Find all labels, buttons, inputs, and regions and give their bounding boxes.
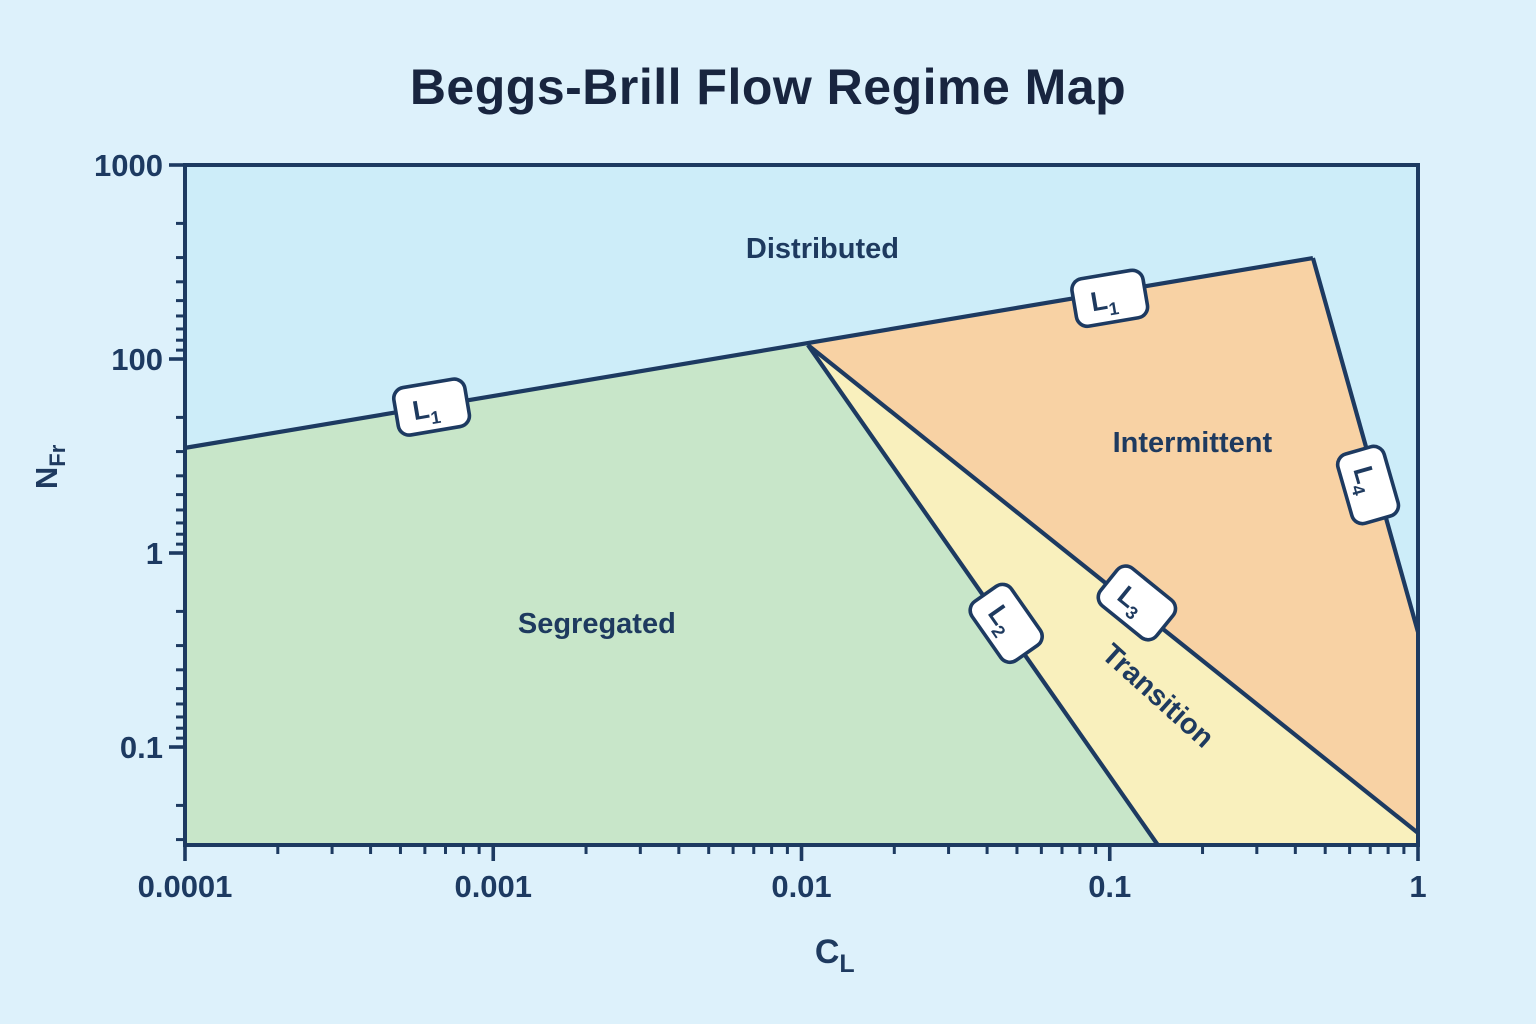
boundary-label-L3: L3 (1096, 564, 1178, 642)
boundary-line-L4 (1310, 257, 1421, 633)
region-intermittent (807, 258, 1418, 834)
boundary-label-L2: L2 (968, 582, 1044, 665)
x-tick-label: 0.001 (454, 869, 532, 904)
x-tick-label: 1 (1409, 869, 1426, 904)
region-label-distributed: Distributed (746, 233, 899, 265)
boundary-label-text: L1 (1088, 283, 1120, 322)
axis-ticks-layer (169, 163, 1420, 861)
region-label-intermittent: Intermittent (1113, 427, 1273, 459)
x-tick-label: 0.0001 (138, 869, 233, 904)
boundary-label-box (1335, 444, 1401, 526)
boundary-label-L1: L1 (391, 377, 472, 437)
y-tick-label: 0.1 (120, 730, 163, 765)
boundary-label-L1: L1 (1070, 268, 1150, 329)
boundary-label-L4: L4 (1335, 444, 1401, 526)
boundary-label-box (391, 377, 472, 437)
boundary-label-box (1070, 268, 1150, 329)
regions-layer (185, 165, 1418, 845)
x-axis-title: CL (815, 933, 855, 978)
page-title: Beggs-Brill Flow Regime Map (409, 59, 1127, 115)
y-tick-label: 1 (146, 536, 163, 571)
region-segregated (185, 344, 1158, 845)
y-tick-label: 100 (111, 342, 163, 377)
boundary-label-box (968, 582, 1044, 665)
y-tick-label: 1000 (94, 148, 163, 183)
flow-regime-chart: 0.0001 0.001 0.01 0.1 1 1000 100 1 0.1CL NFr Distr… (29, 148, 1427, 978)
x-tick-label: 0.1 (1088, 869, 1131, 904)
region-label-segregated: Segregated (518, 608, 676, 640)
y-axis-title: NFr (29, 444, 70, 489)
boundary-label-box (1096, 564, 1178, 642)
tick-labels-layer: 0.0001 0.001 0.01 0.1 1 1000 100 1 0.1 (94, 148, 1427, 904)
x-tick-label: 0.01 (771, 869, 831, 904)
